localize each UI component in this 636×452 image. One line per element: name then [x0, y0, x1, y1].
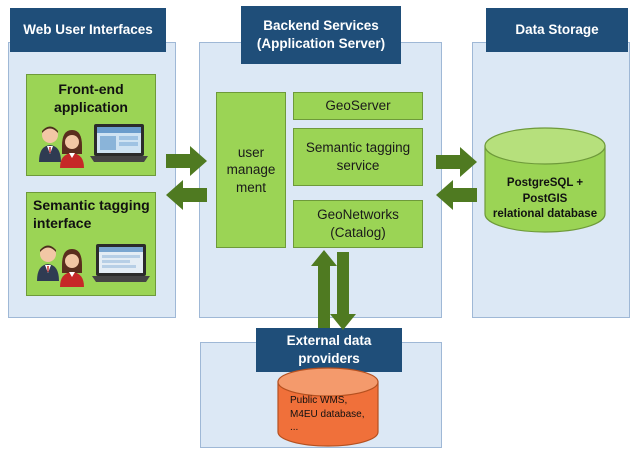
external-database-label: Public WMS, M4EU database, ...: [290, 395, 365, 433]
person-female-icon: [60, 249, 84, 287]
arrow-up-external-to-backend: [311, 250, 337, 328]
arrow-left-backend-to-webui: [166, 180, 207, 210]
web-ui-header: Web User Interfaces: [10, 8, 166, 52]
frontend-app-title: Front-end application: [54, 81, 128, 115]
user-management-box: user manage ment: [216, 92, 286, 248]
person-male-icon: [39, 126, 61, 162]
external-header: External data providers: [256, 328, 402, 372]
laptop-icon: [90, 124, 148, 162]
postgresql-database-cylinder: [484, 127, 606, 233]
laptop-icon: [92, 244, 150, 282]
person-male-icon: [37, 245, 59, 281]
semantic-tagging-service-box: Semantic tagging service: [293, 128, 423, 186]
backend-header: Backend Services (Application Server): [241, 6, 401, 64]
arrow-right-webui-to-backend: [166, 146, 207, 176]
geoserver-box: GeoServer: [293, 92, 423, 120]
arrow-right-backend-to-storage: [436, 147, 477, 177]
arrow-left-storage-to-backend: [436, 180, 477, 210]
external-database-cylinder: [277, 367, 379, 447]
geonetworks-catalog-box: GeoNetworks (Catalog): [293, 200, 423, 248]
semantic-tagging-interface-title: Semantic tagging interface: [33, 197, 150, 231]
postgresql-database-label: PostgreSQL + PostGIS relational database: [492, 177, 598, 221]
storage-header: Data Storage: [486, 8, 628, 52]
person-female-icon: [60, 130, 84, 168]
arrow-down-backend-to-external: [330, 252, 356, 330]
